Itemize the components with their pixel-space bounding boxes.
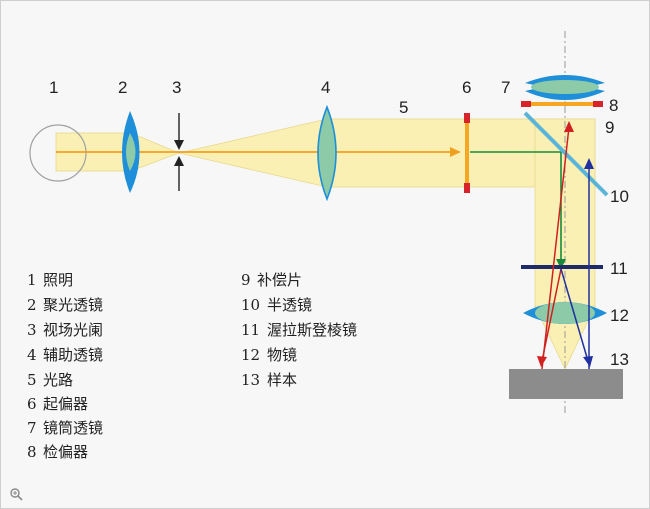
red-return-arrowhead: [564, 121, 574, 132]
label-4: 4: [321, 78, 330, 97]
analyzer-cap-right: [593, 101, 603, 107]
legend-num-9: 9: [241, 271, 251, 289]
label-9: 9: [605, 118, 614, 137]
label-11: 11: [610, 259, 628, 278]
legend-num-3: 3: [27, 321, 37, 339]
legend-num-4: 4: [27, 346, 37, 364]
legend-text-12: 物镜: [267, 346, 297, 364]
label-10: 10: [610, 187, 629, 206]
field-stop: [174, 113, 184, 191]
legend-text-2: 聚光透镜: [43, 296, 103, 314]
legend-text-5: 光路: [43, 371, 73, 389]
legend-text-6: 起偏器: [43, 395, 88, 413]
legend-text-13: 样本: [267, 371, 297, 389]
polarizer-cap-top: [464, 113, 470, 123]
legend-num-7: 7: [27, 419, 37, 437]
label-12: 12: [610, 306, 629, 325]
legend-num-13: 13: [241, 371, 260, 389]
label-5: 5: [399, 98, 408, 117]
legend-num-10: 10: [241, 296, 260, 314]
red-incident-arrowhead: [537, 356, 547, 367]
magnifier-icon[interactable]: [9, 487, 23, 501]
legend-num-6: 6: [27, 395, 37, 413]
green-ray: [470, 151, 562, 263]
label-7: 7: [501, 78, 510, 97]
red-return-ray: [541, 126, 570, 370]
legend-num-8: 8: [27, 443, 37, 461]
specimen: [509, 369, 623, 399]
legend-num-2: 2: [27, 296, 37, 314]
legend-text-3: 视场光阑: [43, 321, 103, 339]
analyzer-cap-left: [521, 101, 531, 107]
legend: 1 照明 2 聚光透镜 3 视场光阑 4 辅助透镜 5 光路 6 起偏器 7 镜…: [27, 271, 357, 461]
label-2: 2: [118, 78, 127, 97]
label-8: 8: [609, 96, 618, 115]
blue-return-arrowhead: [584, 158, 594, 169]
legend-num-1: 1: [27, 271, 37, 289]
objective-lens-core: [535, 302, 595, 324]
condenser-lens-inner: [126, 133, 136, 171]
legend-num-5: 5: [27, 371, 37, 389]
legend-num-11: 11: [241, 321, 260, 339]
green-ray-arrowhead: [556, 259, 566, 269]
legend-text-8: 检偏器: [43, 443, 88, 461]
component-labels: 1 2 3 4 5 6 7 8 9 10 11 12 13: [49, 78, 629, 369]
red-incident-ray: [541, 268, 562, 362]
auxiliary-lens: [317, 104, 337, 202]
blue-incident-arrowhead: [583, 356, 593, 367]
label-13: 13: [610, 350, 629, 369]
label-1: 1: [49, 78, 58, 97]
beam-diverging: [178, 118, 328, 188]
blue-incident-ray: [560, 268, 589, 362]
legend-text-9: 补偿片: [257, 271, 302, 289]
label-3: 3: [172, 78, 181, 97]
legend-text-10: 半透镜: [267, 296, 312, 314]
illumination-ray-arrowhead: [450, 147, 461, 157]
legend-text-1: 照明: [43, 271, 73, 289]
legend-num-12: 12: [241, 346, 260, 364]
tube-lens-core: [531, 80, 599, 94]
polarizer-cap-bottom: [464, 183, 470, 193]
legend-text-11: 渥拉斯登棱镜: [267, 321, 357, 339]
label-6: 6: [462, 78, 471, 97]
legend-text-4: 辅助透镜: [43, 346, 103, 364]
illumination-source: [29, 124, 87, 182]
legend-text-7: 镜筒透镜: [43, 419, 103, 437]
